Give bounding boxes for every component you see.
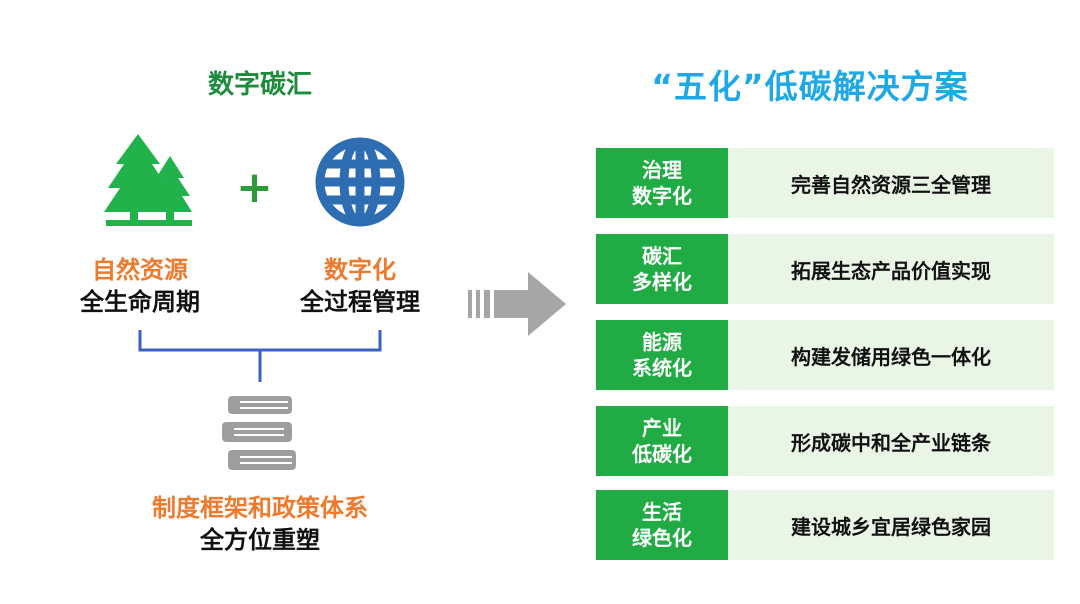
books-icon — [222, 396, 296, 470]
solution-tag-line2: 多样化 — [632, 270, 692, 294]
right-title: “五化”低碳解决方案 — [651, 67, 969, 106]
solution-tag-line2: 低碳化 — [632, 442, 692, 466]
bracket-connector — [138, 330, 382, 382]
solution-desc: 拓展生态产品价值实现 — [791, 258, 991, 283]
solution-row-living: 生活 绿色化 建设城乡宜居绿色家园 — [596, 490, 1054, 560]
solution-tag: 能源 系统化 — [596, 320, 728, 390]
digitalization-subtitle: 全过程管理 — [300, 288, 420, 316]
solution-desc: 构建发储用绿色一体化 — [791, 344, 991, 369]
tree-icon — [104, 134, 192, 226]
left-title: 数字碳汇 — [207, 70, 312, 100]
policy-label: 制度框架和政策体系 全方位重塑 — [120, 492, 400, 556]
natural-resources-title: 自然资源 — [92, 256, 188, 284]
solution-tag-line2: 绿色化 — [632, 526, 692, 550]
digitalization-title: 数字化 — [324, 256, 396, 284]
globe-icon — [315, 137, 405, 227]
solution-row-energy: 能源 系统化 构建发储用绿色一体化 — [596, 320, 1054, 390]
solution-row-industry: 产业 低碳化 形成碳中和全产业链条 — [596, 406, 1054, 476]
solution-tag-line1: 碳汇 — [642, 244, 682, 268]
solution-tag-line2: 系统化 — [632, 356, 692, 380]
solution-tag-line1: 治理 — [642, 158, 682, 182]
solution-desc: 形成碳中和全产业链条 — [791, 430, 991, 455]
arrow-right-icon — [468, 272, 566, 336]
solution-tag-line2: 数字化 — [632, 184, 692, 208]
solution-tag-line1: 产业 — [642, 416, 682, 440]
solution-desc: 建设城乡宜居绿色家园 — [791, 514, 991, 539]
solution-desc: 完善自然资源三全管理 — [791, 172, 991, 197]
solution-tag: 产业 低碳化 — [596, 406, 728, 476]
natural-resources-label: 自然资源 全生命周期 — [40, 254, 240, 318]
policy-title: 制度框架和政策体系 — [152, 494, 368, 522]
solution-tag: 碳汇 多样化 — [596, 234, 728, 304]
digitalization-label: 数字化 全过程管理 — [260, 254, 460, 318]
solution-row-carbon-sink: 碳汇 多样化 拓展生态产品价值实现 — [596, 234, 1054, 304]
natural-resources-subtitle: 全生命周期 — [80, 288, 200, 316]
solution-tag: 治理 数字化 — [596, 148, 728, 218]
solution-tag: 生活 绿色化 — [596, 490, 728, 560]
plus-sign: + — [236, 162, 273, 213]
solution-row-governance: 治理 数字化 完善自然资源三全管理 — [596, 148, 1054, 218]
policy-subtitle: 全方位重塑 — [200, 526, 320, 554]
solution-tag-line1: 能源 — [642, 330, 682, 354]
solution-tag-line1: 生活 — [642, 500, 682, 524]
